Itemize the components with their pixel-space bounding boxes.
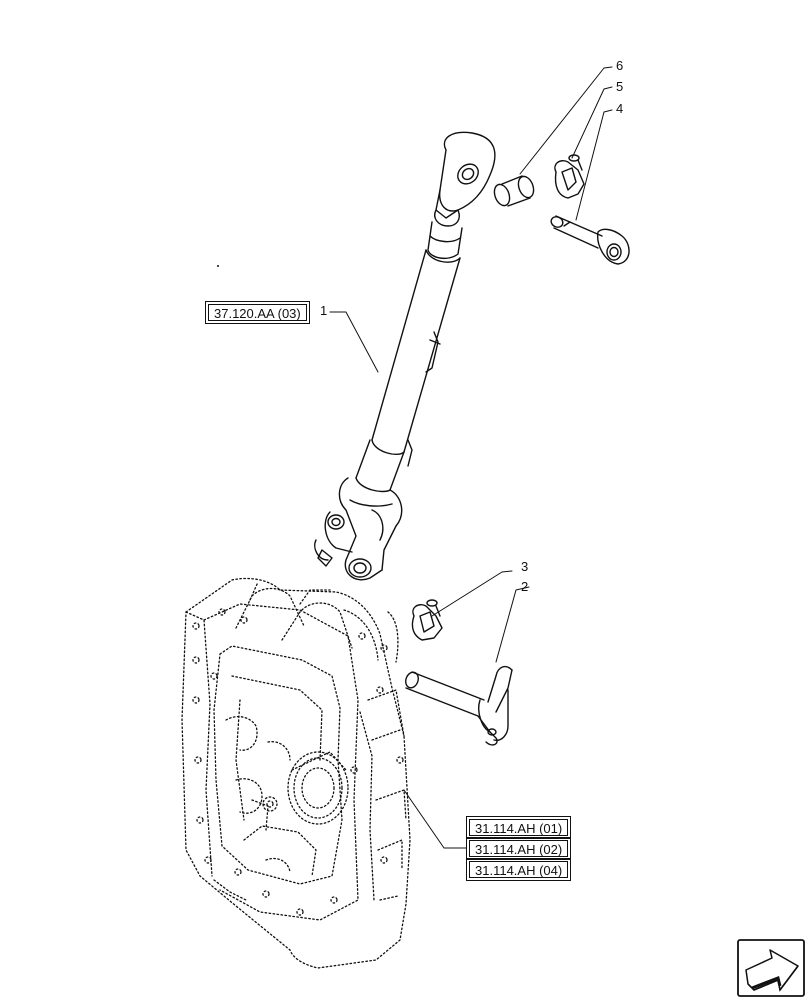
- leader-lines: [329, 66, 613, 849]
- arrow-icon[interactable]: [737, 939, 805, 997]
- top-link-assembly[interactable]: [314, 131, 496, 581]
- gearbox-housing: [181, 577, 411, 969]
- bushing[interactable]: [492, 174, 537, 207]
- stray-dot: [217, 265, 219, 267]
- callout-2[interactable]: 2: [521, 579, 529, 594]
- callout-3[interactable]: 3: [521, 559, 529, 574]
- callout-1[interactable]: 1: [320, 303, 328, 318]
- upper-pin[interactable]: [549, 215, 630, 265]
- linch-pin-upper[interactable]: [554, 154, 585, 199]
- callout-4[interactable]: 4: [616, 101, 624, 116]
- lower-pin[interactable]: [404, 665, 513, 746]
- linch-pin-lower[interactable]: [411, 599, 443, 641]
- ref-housing-3[interactable]: 31.114.AH (04): [465, 858, 572, 881]
- callout-5[interactable]: 5: [616, 79, 624, 94]
- ref-housing-2[interactable]: 31.114.AH (02): [465, 837, 572, 860]
- ref-housing-1[interactable]: 31.114.AH (01): [465, 816, 572, 839]
- ref-top-link[interactable]: 37.120.AA (03): [205, 301, 310, 324]
- callout-6[interactable]: 6: [616, 58, 624, 73]
